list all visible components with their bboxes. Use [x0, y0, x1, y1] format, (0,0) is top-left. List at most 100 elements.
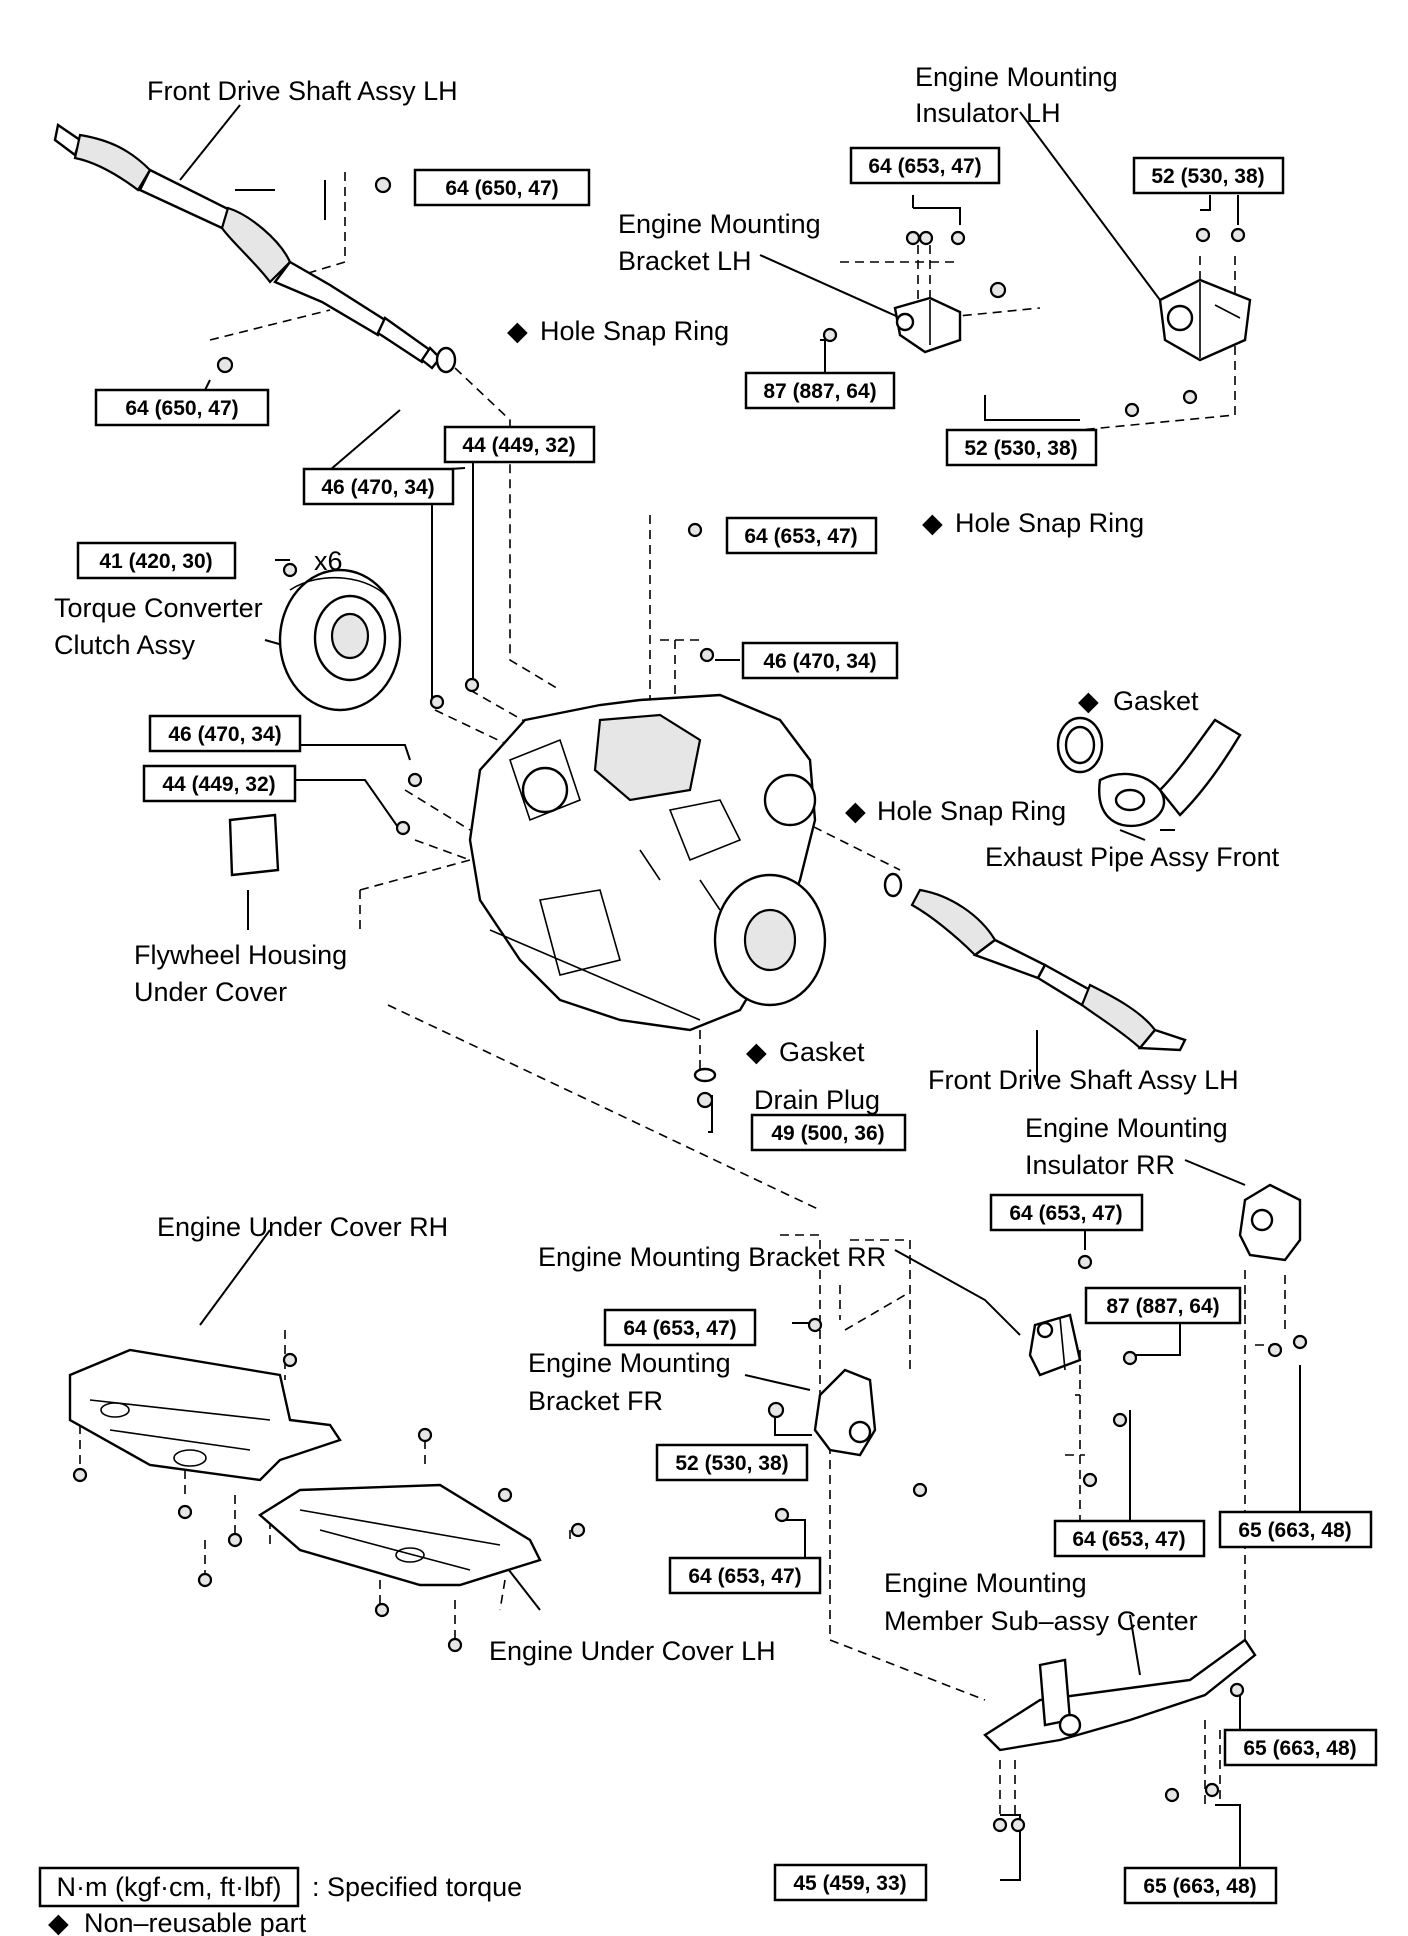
engine-mounting-bracket-lh — [893, 296, 962, 354]
torque-value: 64 (650, 47) — [445, 177, 558, 200]
torque-box: 65 (663, 48) — [1223, 1728, 1378, 1767]
engine-under-cover-lh — [257, 1483, 542, 1587]
torque-value: 64 (653, 47) — [744, 525, 857, 548]
engine-mounting-bracket-rr — [1028, 1313, 1082, 1377]
torque-value: 65 (663, 48) — [1143, 1875, 1256, 1898]
torque-value: 44 (449, 32) — [462, 434, 575, 457]
torque-box: 64 (653, 47) — [1053, 1519, 1206, 1558]
torque-value: 44 (449, 32) — [162, 773, 275, 796]
label-engine-mounting-insulator-rr-2: Insulator RR — [1025, 1150, 1175, 1180]
torque-value: 65 (663, 48) — [1243, 1737, 1356, 1760]
label-engine-mounting-bracket-fr-2: Bracket FR — [528, 1386, 663, 1416]
torque-box: 49 (500, 36) — [750, 1113, 907, 1152]
label-engine-under-cover-rh: Engine Under Cover RH — [157, 1212, 448, 1242]
torque-box: 52 (530, 38) — [945, 428, 1098, 467]
torque-value: 64 (653, 47) — [868, 155, 981, 178]
exhaust-pipe-front — [1098, 718, 1242, 828]
legend-specified-torque: : Specified torque — [312, 1872, 522, 1902]
label-engine-mounting-insulator-lh-1: Engine Mounting — [915, 62, 1118, 92]
label-member-center-1: Engine Mounting — [884, 1568, 1087, 1598]
torque-value: 52 (530, 38) — [675, 1452, 788, 1475]
torque-box: 44 (449, 32) — [142, 764, 297, 803]
legend: N·m (kgf·cm, ft·lbf) : Specified torque … — [38, 1866, 522, 1936]
label-engine-mounting-insulator-rr-1: Engine Mounting — [1025, 1113, 1228, 1143]
torque-value: 52 (530, 38) — [1151, 165, 1264, 188]
torque-value: 64 (650, 47) — [125, 397, 238, 420]
label-flywheel-housing-1: Flywheel Housing — [134, 940, 347, 970]
torque-box: 46 (470, 34) — [302, 467, 455, 506]
label-hole-snap-ring-1: Hole Snap Ring — [540, 316, 729, 346]
label-gasket-1: Gasket — [1113, 686, 1199, 716]
label-front-drive-shaft-lh-bottom: Front Drive Shaft Assy LH — [928, 1065, 1239, 1095]
label-front-drive-shaft-lh-top: Front Drive Shaft Assy LH — [147, 76, 458, 106]
torque-converter — [278, 568, 402, 712]
flywheel-housing-under-cover — [228, 813, 280, 877]
torque-value: 46 (470, 34) — [763, 650, 876, 673]
torque-box: 46 (470, 34) — [148, 714, 302, 753]
front-drive-shaft-lh-top — [53, 122, 442, 370]
torque-box: 41 (420, 30) — [76, 541, 237, 580]
label-hole-snap-ring-2: Hole Snap Ring — [955, 508, 1144, 538]
torque-box: 87 (887, 64) — [744, 371, 896, 410]
torque-value: 41 (420, 30) — [99, 550, 212, 573]
engine-under-cover-rh — [68, 1348, 342, 1482]
torque-box: 46 (470, 34) — [741, 641, 899, 680]
label-engine-mounting-bracket-fr-1: Engine Mounting — [528, 1348, 731, 1378]
engine-mounting-insulator-rr — [1238, 1183, 1302, 1262]
exhaust-gasket — [1056, 716, 1104, 774]
label-drain-plug: Drain Plug — [754, 1085, 880, 1115]
label-flywheel-housing-2: Under Cover — [134, 977, 287, 1007]
torque-value: 52 (530, 38) — [964, 437, 1077, 460]
torque-value: 64 (653, 47) — [1009, 1202, 1122, 1225]
torque-value: 46 (470, 34) — [321, 476, 434, 499]
torque-box: 52 (530, 38) — [655, 1443, 809, 1482]
torque-value: 45 (459, 33) — [793, 1872, 906, 1895]
torque-box: 52 (530, 38) — [1132, 156, 1285, 195]
front-drive-shaft-lh-bottom — [910, 888, 1187, 1052]
torque-value: 64 (653, 47) — [688, 1565, 801, 1588]
legend-non-reusable: Non–reusable part — [84, 1908, 307, 1936]
torque-value: 65 (663, 48) — [1238, 1519, 1351, 1542]
label-hole-snap-ring-3: Hole Snap Ring — [877, 796, 1066, 826]
transaxle-assembly — [468, 693, 827, 1032]
diamond-icon: ◆ — [922, 508, 943, 538]
torque-box: 64 (653, 47) — [668, 1556, 822, 1595]
torque-box: 65 (663, 48) — [1218, 1510, 1373, 1549]
torque-box: 64 (650, 47) — [94, 388, 270, 427]
torque-box: 64 (653, 47) — [989, 1193, 1144, 1232]
label-exhaust-pipe: Exhaust Pipe Assy Front — [985, 842, 1280, 872]
diamond-icon: ◆ — [746, 1037, 767, 1067]
torque-boxes: 64 (650, 47) 64 (650, 47) 64 (653, 47) 5… — [76, 146, 1378, 1905]
diamond-icon: ◆ — [48, 1908, 69, 1936]
torque-box: 87 (887, 64) — [1084, 1286, 1242, 1325]
engine-mounting-insulator-lh — [1158, 278, 1252, 362]
label-torque-converter-2: Clutch Assy — [54, 630, 196, 660]
part-labels: Front Drive Shaft Assy LH Engine Mountin… — [54, 62, 1280, 1666]
diamond-icon: ◆ — [845, 796, 866, 826]
torque-value: 87 (887, 64) — [1106, 1295, 1219, 1318]
torque-value: 64 (653, 47) — [623, 1317, 736, 1340]
torque-box: 64 (653, 47) — [725, 516, 878, 555]
label-x6: x6 — [314, 546, 343, 576]
fasteners — [72, 176, 1308, 1833]
torque-box: 64 (653, 47) — [849, 146, 1001, 185]
torque-value: 49 (500, 36) — [771, 1122, 884, 1145]
label-gasket-2: Gasket — [779, 1037, 865, 1067]
label-member-center-2: Member Sub–assy Center — [884, 1606, 1198, 1636]
engine-mounting-member-center — [983, 1638, 1257, 1752]
torque-box: 65 (663, 48) — [1123, 1866, 1278, 1905]
label-engine-mounting-insulator-lh-2: Insulator LH — [915, 98, 1061, 128]
legend-unit-box — [38, 1866, 300, 1908]
torque-value: 46 (470, 34) — [168, 723, 281, 746]
torque-box: 64 (650, 47) — [413, 168, 591, 207]
diamond-icon: ◆ — [1078, 686, 1099, 716]
torque-box: 44 (449, 32) — [443, 425, 596, 464]
diamond-icon: ◆ — [507, 316, 528, 346]
torque-box: 64 (653, 47) — [603, 1308, 757, 1347]
torque-box: 45 (459, 33) — [773, 1863, 928, 1902]
torque-value: 87 (887, 64) — [763, 380, 876, 403]
label-engine-mounting-bracket-lh-1: Engine Mounting — [618, 209, 821, 239]
label-engine-mounting-bracket-rr: Engine Mounting Bracket RR — [538, 1242, 886, 1272]
torque-value: 64 (653, 47) — [1072, 1528, 1185, 1551]
